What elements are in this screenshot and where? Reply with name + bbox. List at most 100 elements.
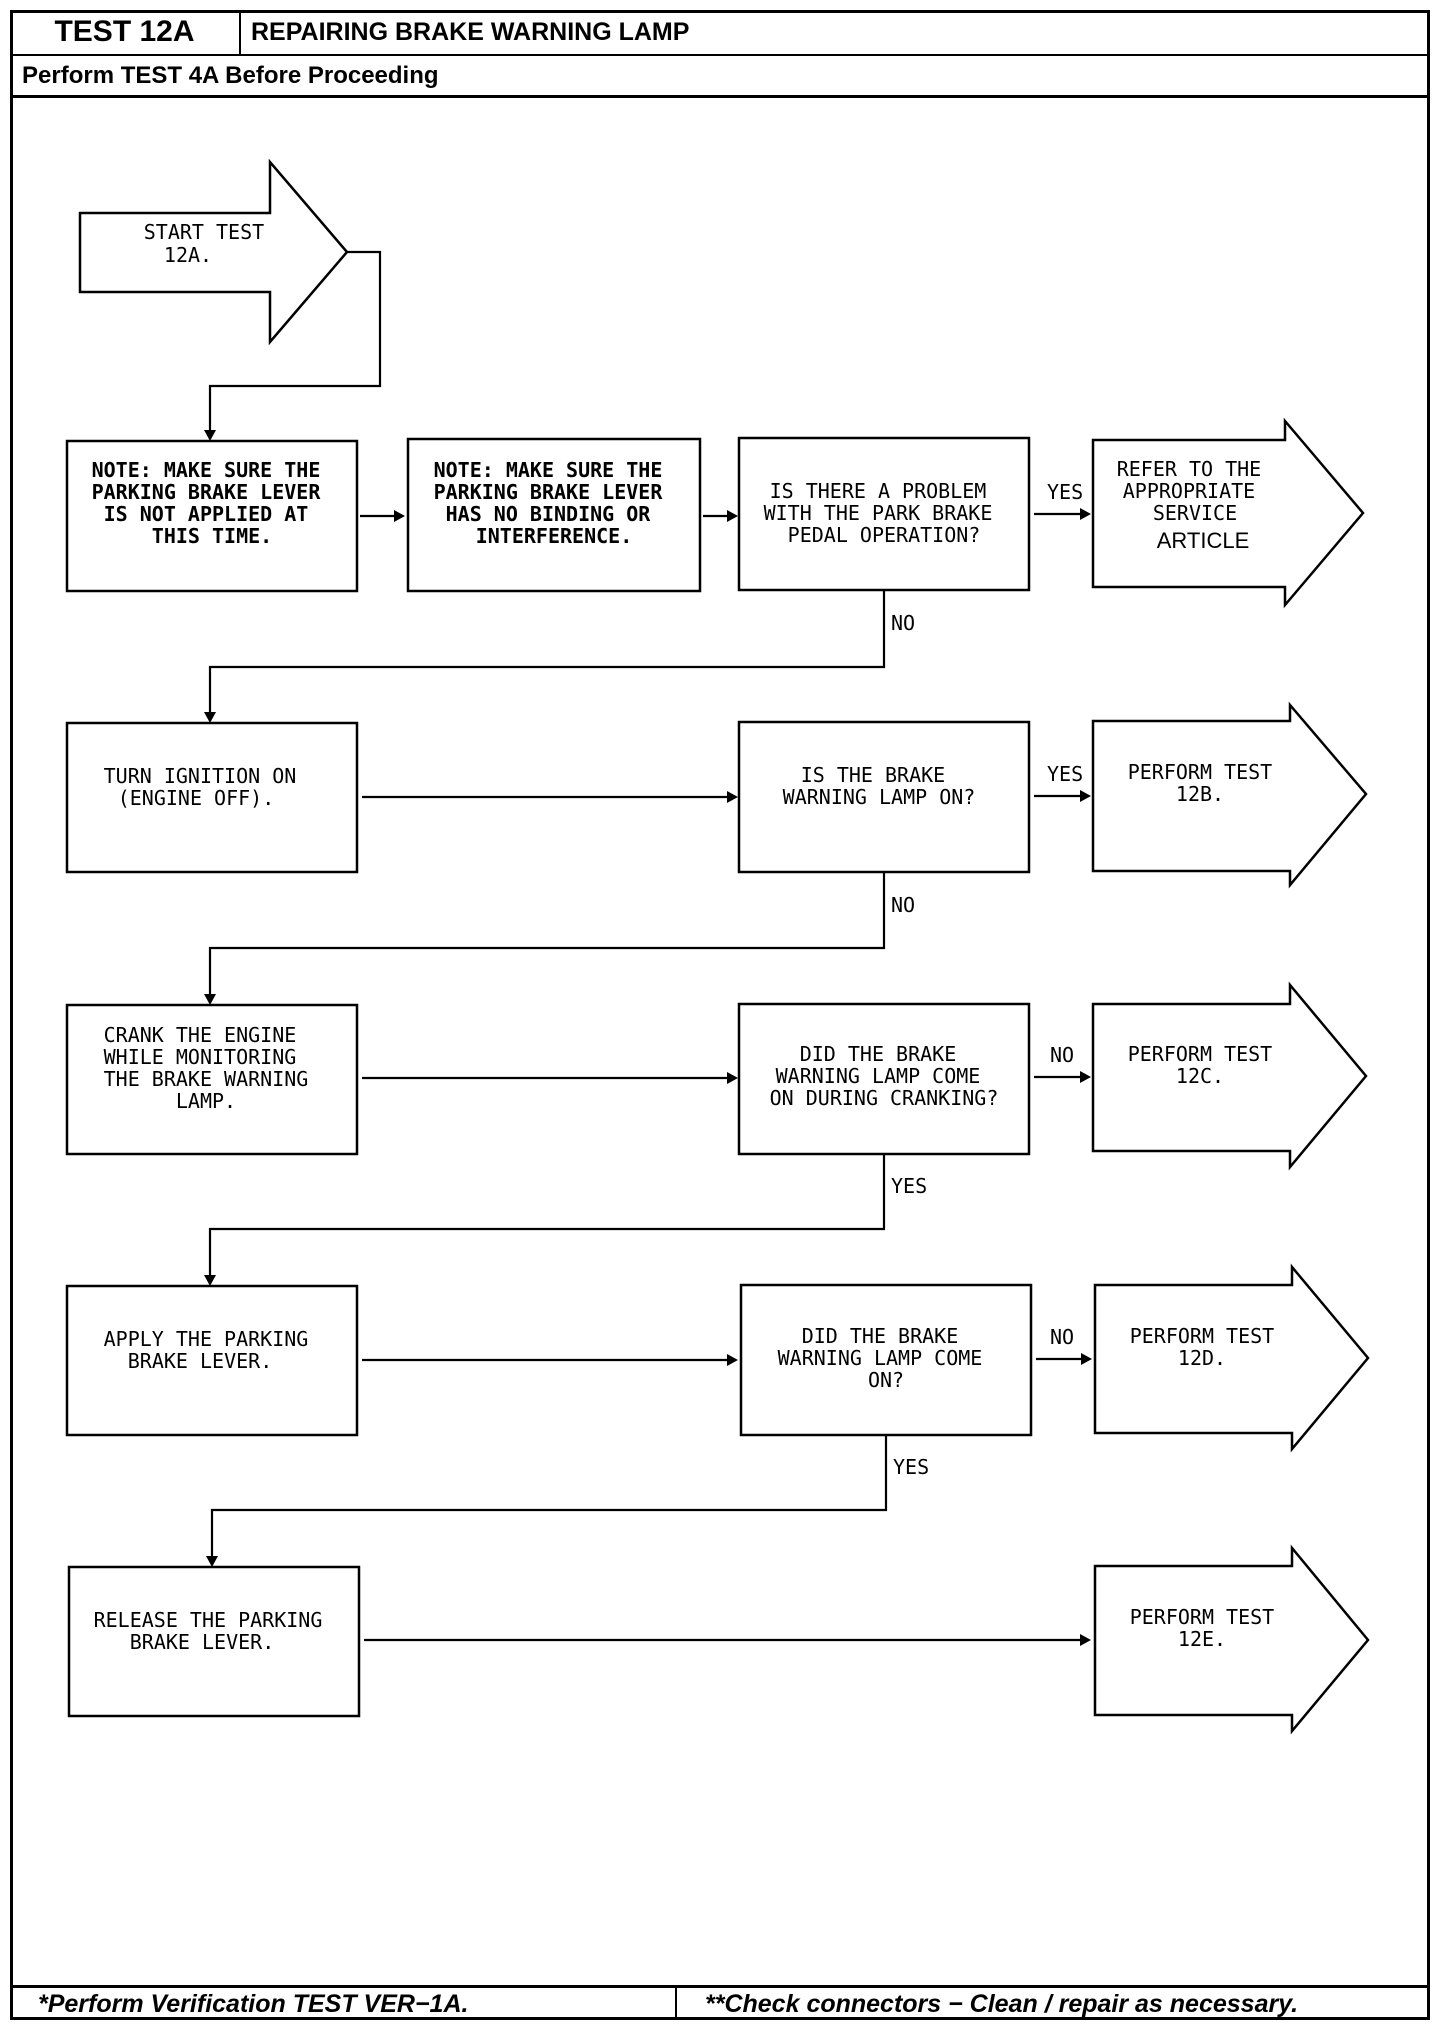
connector-start-to-note1 [208, 250, 382, 430]
note2-line-4: INTERFERENCE. [476, 524, 633, 548]
q3-yes-label: YES [891, 1174, 927, 1198]
arrowhead-12b [1080, 790, 1091, 802]
prerequisite-note: Perform TEST 4A Before Proceeding [10, 56, 1430, 98]
q3-line-2: WARNING LAMP COME [776, 1064, 981, 1088]
start-line-1: START TEST [144, 220, 264, 244]
arrowhead-q2 [727, 791, 738, 803]
q4-no-label: NO [1050, 1325, 1074, 1349]
q4-yes-label: YES [893, 1455, 929, 1479]
q4-text: DID THE BRAKE WARNING LAMP COME ON? [778, 1324, 995, 1392]
step4-line-1: APPLY THE PARKING [104, 1327, 309, 1351]
arrowhead-step3 [204, 994, 216, 1005]
note2-line-3: HAS NO BINDING OR [446, 502, 652, 526]
step3-line-2: WHILE MONITORING [104, 1045, 297, 1069]
arrowhead-q1 [727, 510, 738, 522]
step2-box [65, 721, 359, 874]
refer-text: REFER TO THE APPROPRIATE SERVICE [1117, 457, 1274, 525]
refer-line-4: ARTICLE [1157, 528, 1250, 553]
q3-line-3: ON DURING CRANKING? [770, 1086, 999, 1110]
arrowhead-note2 [394, 510, 405, 522]
note1-box [65, 439, 359, 593]
step3-line-4: LAMP. [176, 1089, 236, 1113]
arrowhead-step5 [206, 1556, 218, 1567]
q3-text: DID THE BRAKE WARNING LAMP COME ON DURIN… [770, 1042, 999, 1110]
step4-text: APPLY THE PARKING BRAKE LEVER. [104, 1327, 321, 1373]
refer-line-3: SERVICE [1153, 501, 1237, 525]
test-12e-arrow-shape [1093, 1544, 1370, 1735]
page-frame [10, 10, 1430, 2020]
test-title: REPAIRING BRAKE WARNING LAMP [241, 10, 1430, 56]
step3-line-3: THE BRAKE WARNING [104, 1067, 309, 1091]
q3-no-label: NO [1050, 1043, 1074, 1067]
test-id-label: TEST 12A [10, 10, 241, 56]
test-12d-line-1: PERFORM TEST [1130, 1324, 1275, 1348]
step4-line-2: BRAKE LEVER. [128, 1349, 273, 1373]
q2-box [737, 720, 1031, 874]
arrowhead-q4 [727, 1354, 738, 1366]
q1-box [737, 436, 1031, 592]
q2-text: IS THE BRAKE WARNING LAMP ON? [783, 763, 976, 809]
q2-line-2: WARNING LAMP ON? [783, 785, 976, 809]
test-12b-text: PERFORM TEST 12B. [1128, 760, 1285, 806]
step2-line-1: TURN IGNITION ON [104, 764, 297, 788]
step4-box [65, 1284, 359, 1437]
test-12c-line-2: 12C. [1176, 1064, 1224, 1088]
step2-line-2: (ENGINE OFF). [118, 786, 275, 810]
step3-box [65, 1003, 359, 1156]
note1-text: NOTE: MAKE SURE THE PARKING BRAKE LEVER … [92, 458, 333, 548]
q4-line-3: ON? [868, 1368, 904, 1392]
connector-q3-yes [208, 1155, 886, 1275]
q2-line-1: IS THE BRAKE [801, 763, 946, 787]
test-12c-line-1: PERFORM TEST [1128, 1042, 1273, 1066]
q3-box [737, 1002, 1031, 1156]
q2-no-label: NO [891, 893, 915, 917]
q1-line-2: WITH THE PARK BRAKE [764, 501, 993, 525]
q3-line-1: DID THE BRAKE [800, 1042, 957, 1066]
test-12b-arrow-shape [1091, 701, 1368, 889]
arrowhead-step4 [204, 1275, 216, 1286]
refer-line-1: REFER TO THE [1117, 457, 1262, 481]
q1-no-label: NO [891, 611, 915, 635]
note1-line-4: THIS TIME. [152, 524, 272, 548]
connector-q2-no [208, 873, 886, 994]
step3-text: CRANK THE ENGINE WHILE MONITORING THE BR… [104, 1023, 321, 1113]
q1-line-1: IS THERE A PROBLEM [770, 479, 987, 503]
q1-text: IS THERE A PROBLEM WITH THE PARK BRAKE P… [764, 479, 1005, 547]
q4-line-2: WARNING LAMP COME [778, 1346, 983, 1370]
step2-text: TURN IGNITION ON (ENGINE OFF). [104, 764, 309, 810]
note2-line-1: NOTE: MAKE SURE THE [434, 458, 663, 482]
test-12d-text: PERFORM TEST 12D. [1130, 1324, 1287, 1370]
footer-connectors-note: **Check connectors − Clean / repair as n… [677, 1985, 1430, 2020]
footer-verification-note: *Perform Verification TEST VER−1A. [10, 1985, 677, 2020]
step5-text: RELEASE THE PARKING BRAKE LEVER. [94, 1608, 335, 1654]
test-12c-text: PERFORM TEST 12C. [1128, 1042, 1285, 1088]
arrowhead-q3 [727, 1072, 738, 1084]
test-12c-arrow-shape [1091, 981, 1368, 1171]
step5-line-2: BRAKE LEVER. [130, 1630, 275, 1654]
q1-yes-label: YES [1047, 480, 1083, 504]
note2-line-2: PARKING BRAKE LEVER [434, 480, 664, 504]
test-12e-line-1: PERFORM TEST [1130, 1605, 1275, 1629]
start-arrow-shape [78, 158, 349, 346]
note1-line-3: IS NOT APPLIED AT [104, 502, 309, 526]
step3-line-1: CRANK THE ENGINE [104, 1023, 297, 1047]
q1-line-3: PEDAL OPERATION? [788, 523, 981, 547]
arrowhead-refer [1080, 508, 1091, 520]
q4-box [739, 1283, 1033, 1437]
arrowhead-step2 [204, 712, 216, 723]
note2-text: NOTE: MAKE SURE THE PARKING BRAKE LEVER … [434, 458, 675, 548]
refer-arrow-shape [1091, 417, 1365, 609]
start-text: START TEST 12A. [144, 220, 276, 267]
step5-line-1: RELEASE THE PARKING [94, 1608, 323, 1632]
connector-q1-no [208, 591, 886, 712]
test-12e-line-2: 12E. [1178, 1627, 1226, 1651]
test-12b-line-1: PERFORM TEST [1128, 760, 1273, 784]
start-line-2: 12A. [164, 243, 212, 267]
arrowhead-12d [1081, 1353, 1092, 1365]
note1-line-2: PARKING BRAKE LEVER [92, 480, 322, 504]
q4-line-1: DID THE BRAKE [802, 1324, 959, 1348]
q2-yes-label: YES [1047, 762, 1083, 786]
note2-box [406, 437, 702, 593]
refer-line-2: APPROPRIATE [1123, 479, 1255, 503]
